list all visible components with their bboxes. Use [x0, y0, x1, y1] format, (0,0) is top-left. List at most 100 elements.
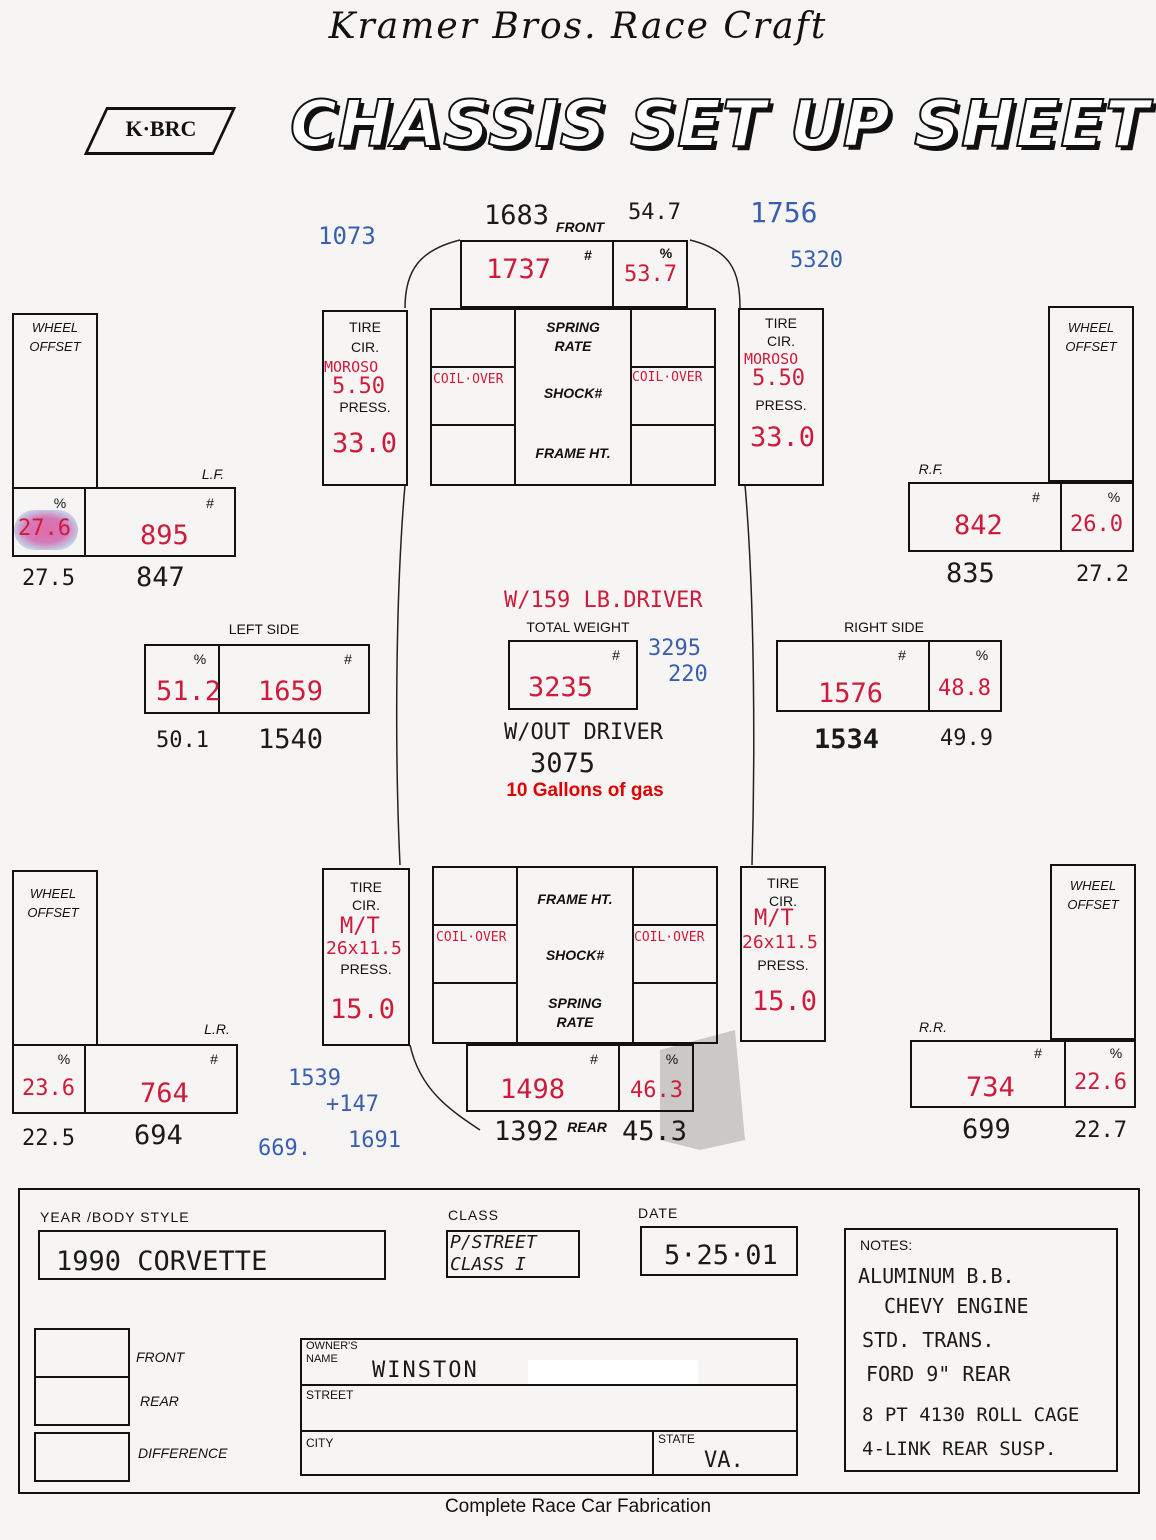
lr-percent: 23.6 [22, 1076, 75, 1101]
total-pounds: 3235 [528, 672, 594, 703]
lf-percent-smudge [14, 510, 78, 550]
rr-tire-box [740, 866, 826, 1042]
lr-wheel-offset-label: WHEEL OFFSET [27, 886, 79, 920]
lr-pounds-symbol: # [210, 1051, 218, 1067]
rr-press: 15.0 [752, 986, 818, 1017]
rr-percent: 22.6 [1074, 1070, 1127, 1095]
notes-line-5: 8 PT 4130 ROLL CAGE [862, 1404, 1080, 1426]
without-driver-weight: 3075 [530, 748, 596, 779]
date-value: 5·25·01 [664, 1240, 778, 1271]
difference-reading-box [34, 1432, 130, 1482]
front-note-right-top: 1756 [750, 196, 818, 229]
front-reading-box [34, 1328, 130, 1378]
state-value: VA. [704, 1448, 744, 1473]
year-body-style-label: YEAR /BODY STYLE [40, 1209, 190, 1225]
lr-corner-label: L.R. [204, 1021, 230, 1037]
notes-line-2: CHEVY ENGINE [884, 1294, 1029, 1318]
total-pounds-symbol: # [612, 647, 620, 663]
rear-calc-3: 669. [258, 1136, 311, 1161]
lr-tire-label: TIRE [350, 879, 382, 895]
rear-pounds: 1498 [500, 1074, 566, 1105]
rf-corner-label: R.F. [918, 461, 944, 477]
lf-pounds: 895 [140, 520, 189, 551]
rf-pounds: 842 [954, 510, 1003, 541]
rear-percent-cell [618, 1044, 694, 1112]
left-side-label: LEFT SIDE [228, 621, 300, 637]
total-calc-bottom: 220 [668, 662, 708, 687]
rf-press-label: PRESS. [755, 397, 807, 413]
rf-cir-label: CIR. [767, 333, 795, 349]
front-percent-cell [612, 240, 688, 308]
lr-press-label: PRESS. [340, 961, 392, 977]
lr-press: 15.0 [330, 994, 396, 1025]
rf-tire-box [738, 308, 824, 486]
lf-tire-brand: MOROSO [324, 358, 379, 376]
rear-shock-label: SHOCK# [545, 947, 605, 963]
rr-pounds-symbol: # [1034, 1045, 1042, 1061]
front-shock-label: SHOCK# [543, 385, 603, 401]
lf-pounds-symbol: # [206, 495, 214, 511]
left-side-below-pounds: 1540 [258, 724, 324, 755]
notes-box [844, 1228, 1118, 1472]
front-reading-label: FRONT [136, 1349, 185, 1365]
left-side-percent-symbol: % [193, 651, 207, 667]
rf-percent: 26.0 [1070, 512, 1123, 537]
lr-cir-label: CIR. [352, 897, 380, 913]
rr-pounds: 734 [966, 1072, 1015, 1103]
left-side-below-percent: 50.1 [156, 728, 209, 753]
company-logo: K·BRC [83, 107, 237, 155]
owner-name-label: OWNER'S NAME [306, 1340, 358, 1365]
class-value-line2: CLASS I [450, 1254, 526, 1275]
owner-name-value: WINSTON [372, 1358, 479, 1383]
rr-percent-cell [1064, 1040, 1136, 1108]
right-side-pounds: 1576 [818, 678, 884, 709]
without-driver-label: W/OUT DRIVER [504, 720, 663, 745]
rear-percent-symbol: % [665, 1051, 679, 1067]
info-panel [18, 1188, 1140, 1494]
rr-cir-label: CIR. [769, 893, 797, 909]
rear-label: REAR [567, 1119, 607, 1135]
rr-percent-symbol: % [1109, 1045, 1123, 1061]
state-label: STATE [658, 1432, 695, 1446]
class-value-line1: P/STREET [450, 1232, 537, 1253]
lf-percent-symbol: % [53, 495, 67, 511]
lr-below-pounds: 694 [134, 1120, 183, 1151]
notes-label: NOTES: [860, 1237, 913, 1253]
owner-street-divider [300, 1384, 798, 1386]
lf-percent-cell [12, 487, 86, 557]
rear-calc-4: 1691 [348, 1128, 401, 1153]
rear-calc-2: +147 [326, 1092, 379, 1117]
rr-tire-cir: 26x11.5 [742, 932, 818, 953]
rr-tire-brand: M/T [754, 906, 794, 931]
class-field [446, 1230, 580, 1278]
total-weight-label: TOTAL WEIGHT [526, 619, 630, 635]
rear-calc-1: 1539 [288, 1066, 341, 1091]
right-side-label: RIGHT SIDE [844, 619, 924, 635]
rear-percent: 46.3 [630, 1078, 683, 1103]
year-body-style-value: 1990 CORVETTE [56, 1246, 268, 1277]
front-above-percent: 54.7 [628, 200, 681, 225]
city-state-divider [652, 1430, 654, 1476]
rf-below-pounds: 835 [946, 558, 995, 589]
gas-note: 10 Gallons of gas [506, 780, 664, 801]
lr-percent-symbol: % [57, 1051, 71, 1067]
sheet-title: CHASSIS SET UP SHEET [289, 87, 1150, 163]
left-side-pounds: 1659 [258, 676, 324, 707]
rr-corner-label: R.R. [919, 1019, 947, 1035]
lr-coil-mid [432, 924, 518, 984]
notes-line-6: 4-LINK REAR SUSP. [862, 1438, 1057, 1460]
rf-percent-cell [1060, 482, 1134, 552]
rf-press: 33.0 [750, 422, 816, 453]
right-side-pounds-symbol: # [898, 647, 906, 663]
total-weight-box [508, 640, 638, 710]
driver-note: W/159 LB.DRIVER [504, 588, 703, 613]
rear-spring-rate-label: SPRING RATE [548, 995, 602, 1030]
front-percent: 53.7 [624, 262, 677, 287]
rear-reading-label: REAR [140, 1393, 179, 1409]
rr-coil-mid [632, 924, 718, 984]
lf-percent: 27.6 [18, 516, 71, 541]
lf-press-label: PRESS. [339, 399, 391, 415]
front-pounds: 1737 [486, 254, 552, 285]
front-above-pounds: 1683 [484, 200, 550, 231]
year-body-style-field [38, 1230, 386, 1280]
